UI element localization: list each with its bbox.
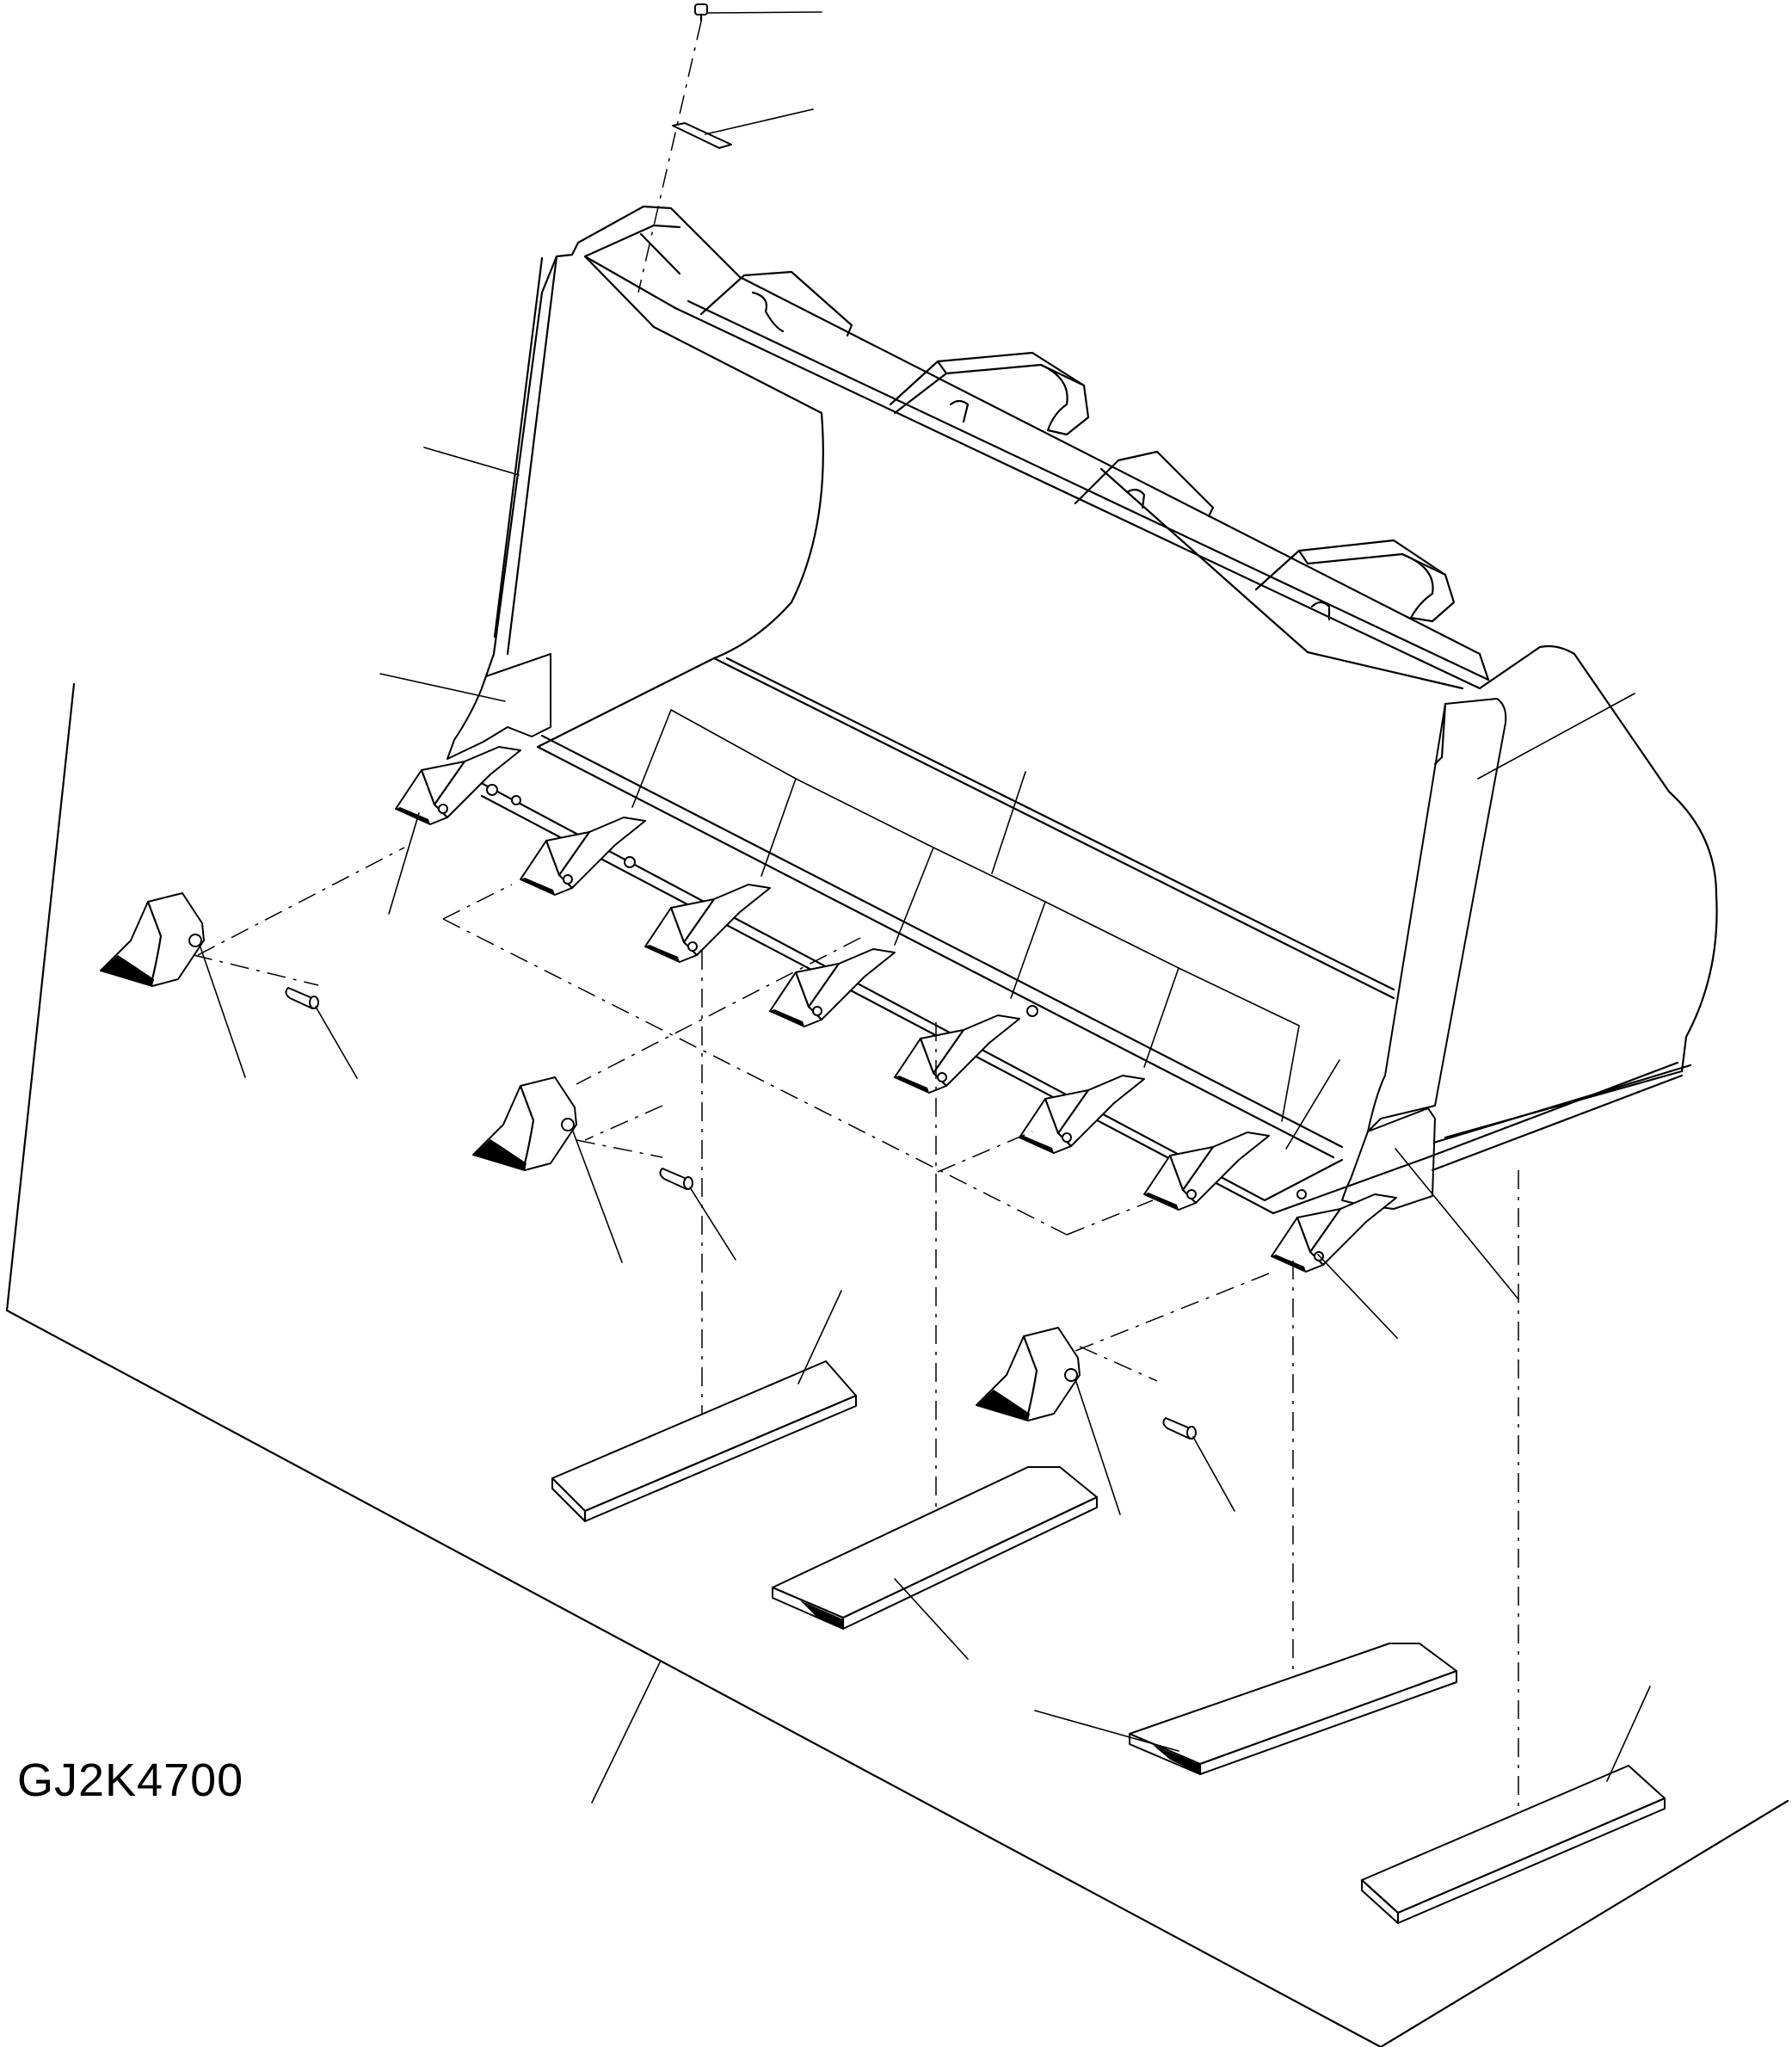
centerline-bolt	[637, 21, 702, 293]
bolt-icon	[694, 3, 822, 22]
tooth-adapter-icon	[644, 884, 771, 963]
wear-plate-icon	[551, 1290, 858, 1523]
tooth-pin-icon	[659, 1168, 736, 1261]
tooth-adapters	[395, 746, 1397, 1273]
wear-plate-icon	[771, 1466, 1099, 1660]
wear-plate-icon	[1034, 1643, 1458, 1776]
wear-plate-icon	[1360, 1686, 1666, 1925]
tooth-adapter-icon	[1143, 1131, 1270, 1211]
projection-lines	[193, 847, 1519, 1841]
tooth-point-icon	[100, 892, 246, 1078]
drawing-code: GJ2K4700	[17, 1754, 244, 1806]
side-plate-left-icon	[379, 653, 551, 760]
tooth-adapter-icon	[1019, 1075, 1145, 1154]
side-plate-right-icon	[1341, 693, 1635, 1300]
leader-right-plate-bottom	[1285, 1059, 1340, 1150]
tooth-adapter-icon	[1271, 1193, 1397, 1273]
leader-frame	[591, 1662, 661, 1803]
tooth-point-icon	[472, 1076, 623, 1263]
cutting-edge-icon	[471, 777, 1684, 1215]
leader-left-plate	[423, 447, 520, 476]
tooth-adapter-icon	[395, 746, 521, 825]
tooth-pin-icon	[1162, 1417, 1235, 1512]
adapter-leaders	[388, 812, 1398, 1339]
tooth-adapter-icon	[769, 948, 896, 1027]
frame-lines	[5, 682, 1789, 2047]
tooth-adapter-icon	[520, 817, 646, 896]
tooth-point-icon	[976, 1327, 1121, 1515]
tooth-adapter-icon	[894, 1014, 1020, 1094]
shim-icon	[672, 108, 814, 149]
tooth-pin-icon	[285, 987, 358, 1079]
bucket-body-icon	[480, 205, 1718, 1159]
